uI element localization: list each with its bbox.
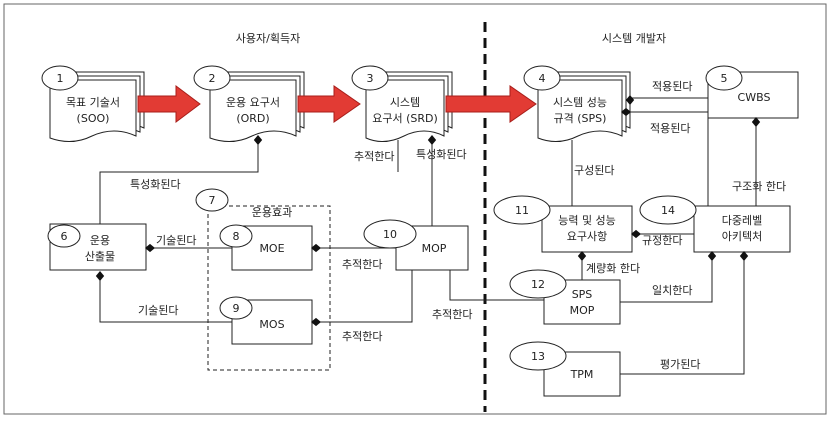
label-matched: 일치한다 xyxy=(652,283,692,297)
box-12-number: 12 xyxy=(531,278,545,291)
doc-2-line1: 운용 요구서 xyxy=(226,96,280,109)
label-described-2: 기술된다 xyxy=(138,304,178,317)
doc-3-number: 3 xyxy=(367,72,374,85)
conn-tpm-arch xyxy=(620,251,749,375)
label-structured: 구성된다 xyxy=(574,164,614,177)
doc-4-sps: 4 시스템 성능 규격 (SPS) xyxy=(523,65,631,142)
label-traced-moe: 추적한다 xyxy=(342,258,382,271)
box-12-line1: SPS xyxy=(572,288,593,301)
box-9-number: 9 xyxy=(233,302,240,315)
label-traced-mos: 추적한다 xyxy=(342,330,382,343)
doc-4-line2: 규격 (SPS) xyxy=(554,112,607,125)
box-6-operational-outputs: 6 운용 산출물 xyxy=(47,223,147,271)
group-7-number: 7 xyxy=(209,194,216,207)
box-11-line1: 능력 및 성능 xyxy=(558,214,616,227)
box-11-line2: 요구사항 xyxy=(567,230,607,243)
header-user-acquirer: 사용자/획득자 xyxy=(236,32,300,45)
label-traced-top: 추적한다 xyxy=(354,150,394,163)
doc-4-line1: 시스템 성능 xyxy=(553,96,607,109)
conn-box6-doc2 xyxy=(99,135,263,224)
label-structuring: 구조화 한다 xyxy=(732,180,786,193)
conn-arch-doc4 xyxy=(621,107,709,210)
box-5-number: 5 xyxy=(721,72,728,85)
flow-arrow-3-4 xyxy=(445,85,537,123)
conn-cwbs-doc4-top xyxy=(625,95,708,105)
box-10-mop: 10 MOP xyxy=(363,219,469,271)
box-9-mos: 9 MOS xyxy=(219,296,313,345)
box-14-line2: 아키텍처 xyxy=(722,230,762,243)
box-12-sps-mop: 12 SPS MOP xyxy=(509,269,621,325)
label-applied-2: 적용된다 xyxy=(650,122,690,135)
doc-4-number: 4 xyxy=(539,72,546,85)
doc-1-number: 1 xyxy=(57,72,64,85)
box-11-number: 11 xyxy=(515,204,529,217)
doc-1-soo: 1 목표 기술서 (SOO) xyxy=(41,65,145,142)
doc-3-srd: 3 시스템 요구서 (SRD) xyxy=(351,65,453,142)
label-quantified: 계량화 한다 xyxy=(586,262,640,275)
flow-arrow-1-2 xyxy=(137,85,201,123)
box-6-line2: 산출물 xyxy=(85,250,115,263)
box-13-tpm: 13 TPM xyxy=(509,341,621,397)
box-12-line2: MOP xyxy=(570,304,595,317)
box-8-moe: 8 MOE xyxy=(219,224,313,271)
conn-box12-arch xyxy=(620,251,717,303)
box-5-label: CWBS xyxy=(738,91,771,104)
label-regulated: 규정한다 xyxy=(642,234,682,247)
box-13-number: 13 xyxy=(531,350,545,363)
outer-frame xyxy=(3,3,827,415)
label-characterized: 특성화된다 xyxy=(130,178,181,191)
conn-mop-mos xyxy=(311,270,413,327)
label-characterized-2: 특성화된다 xyxy=(416,148,467,161)
header-system-developer: 시스템 개발자 xyxy=(602,32,666,45)
label-evaluated: 평가된다 xyxy=(660,358,700,371)
doc-2-number: 2 xyxy=(209,72,216,85)
doc-1-number-bubble xyxy=(41,65,79,91)
box-10-number: 10 xyxy=(383,228,397,241)
box-13-label: TPM xyxy=(570,368,594,381)
box-5-cwbs: 5 CWBS xyxy=(705,65,799,119)
box-8-number: 8 xyxy=(233,230,240,243)
box-11-capability-requirements: 11 능력 및 성능 요구사항 xyxy=(493,195,633,253)
box-14-line1: 다중레벨 xyxy=(722,214,762,227)
label-described-1: 기술된다 xyxy=(156,234,196,247)
doc-3-line1: 시스템 xyxy=(390,96,420,109)
group-7-operational-effectiveness: 7 운용효과 xyxy=(195,188,331,371)
flow-arrow-2-3 xyxy=(297,85,361,123)
doc-1-line1: 목표 기술서 xyxy=(66,96,120,109)
doc-3-line2: 요구서 (SRD) xyxy=(372,112,438,125)
doc-2-line2: (ORD) xyxy=(236,112,269,125)
label-traced-mop: 추적한다 xyxy=(432,308,472,321)
box-8-label: MOE xyxy=(259,242,284,255)
label-applied-1: 적용된다 xyxy=(652,80,692,93)
box-6-number: 6 xyxy=(61,230,68,243)
doc-2-ord: 2 운용 요구서 (ORD) xyxy=(193,65,305,142)
doc-1-line2: (SOO) xyxy=(77,112,110,125)
box-10-label: MOP xyxy=(422,242,447,255)
group-7-title: 운용효과 xyxy=(252,206,292,219)
box-6-line1: 운용 xyxy=(90,234,110,247)
box-14-number: 14 xyxy=(661,204,675,217)
conn-mop-box12 xyxy=(449,270,544,301)
box-9-label: MOS xyxy=(259,318,284,331)
conn-mos-box6 xyxy=(95,271,232,323)
box-14-multilevel-architecture: 14 다중레벨 아키텍처 xyxy=(639,195,791,253)
